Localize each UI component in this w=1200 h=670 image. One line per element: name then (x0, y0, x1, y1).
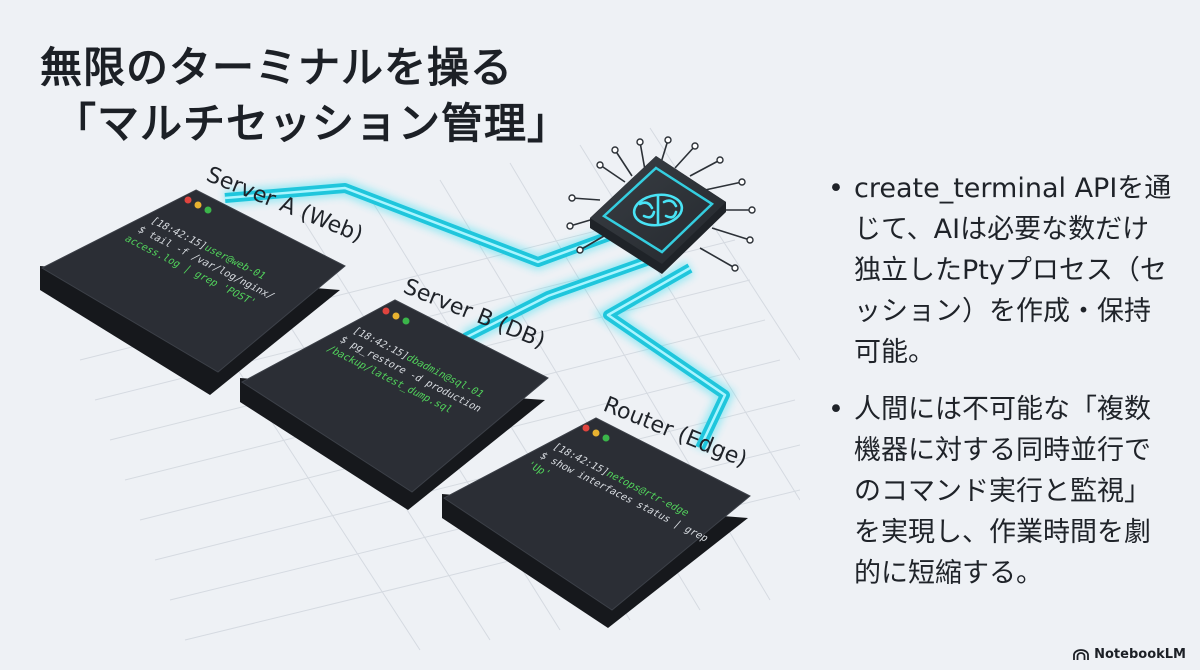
title-line-1: 無限のターミナルを操る (40, 43, 514, 92)
multi-session-diagram: [18:42:15] user@web-01 $ tail -f /var/lo… (40, 127, 800, 651)
bullet-list: • create_terminal APIを通じて、AIは必要な数だけ独立したP… (826, 168, 1176, 610)
cable-router (592, 261, 736, 452)
notebooklm-logo-icon (1073, 648, 1090, 660)
chip-circuit-traces (569, 139, 752, 269)
window-dots (184, 196, 212, 214)
brand-watermark: NotebookLM (1073, 647, 1186, 662)
bullet-text: 人間には不可能な「複数機器に対する同時並行でのコマンド実行と監視」を実現し、作業… (854, 394, 1151, 589)
bullet-item: • create_terminal APIを通じて、AIは必要な数だけ独立したP… (826, 168, 1176, 373)
bullet-text: create_terminal APIを通じて、AIは必要な数だけ独立したPty… (854, 173, 1172, 368)
page-title: 無限のターミナルを操る 「マルチセッション管理」 (40, 40, 570, 152)
bullet-item: • 人間には不可能な「複数機器に対する同時並行でのコマンド実行と監視」を実現し、… (826, 389, 1176, 594)
title-line-2: 「マルチセッション管理」 (54, 99, 571, 148)
bullet-marker: • (828, 394, 844, 425)
chip-trace-pads (566, 136, 756, 272)
brain-circuit-icon (632, 193, 684, 227)
bullet-marker: • (828, 173, 844, 204)
brand-name: NotebookLM (1094, 647, 1186, 662)
terminal-server-b: [18:42:15] dbadmin@sql-01 $ pg_restore -… (240, 274, 549, 510)
cable-server-b (461, 250, 658, 346)
window-dots (582, 424, 610, 442)
ai-hub-chip (566, 136, 756, 274)
window-dots (382, 307, 410, 325)
